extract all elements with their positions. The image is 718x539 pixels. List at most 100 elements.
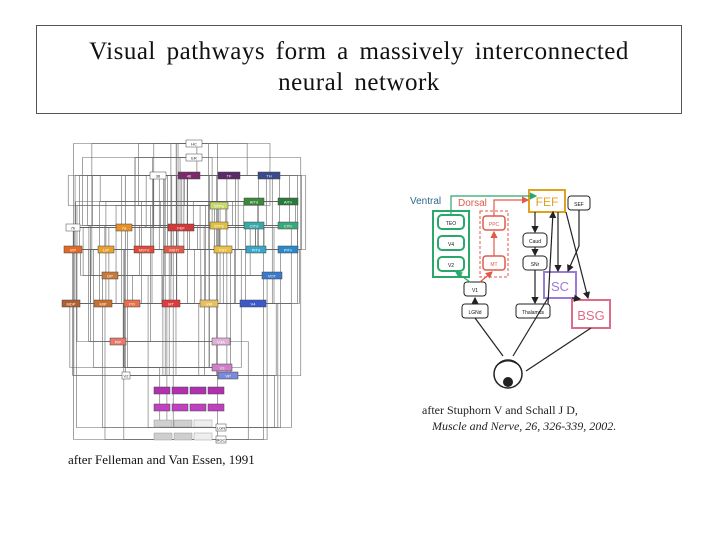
oculomotor-circuit-diagram: Ventral Dorsal TEO V4 V2 PPC MT FEF SEF … (410, 189, 611, 389)
area-box-36 (149, 171, 167, 180)
area-label-7a: 7a (122, 226, 127, 231)
area-label-po: PO (129, 302, 135, 307)
lgn-row-box (171, 386, 189, 395)
area-label-citv: CITv (284, 224, 292, 229)
area-box-stpa (209, 201, 229, 210)
connection-line (172, 225, 221, 428)
connection-line (132, 249, 256, 304)
area-box-mstd (133, 245, 155, 254)
connection-line (194, 143, 254, 226)
area-label-lip: LIP (103, 248, 109, 253)
lgn-row-box (189, 403, 207, 412)
connection-line (144, 175, 259, 250)
lgn-row-box (153, 403, 171, 412)
connection-line (74, 175, 189, 250)
area-v4-label: V4 (448, 242, 454, 248)
area-label-v3a: V3A (217, 340, 225, 345)
area-label-mt: MT (168, 302, 174, 307)
area-bsg-label: BSG (577, 308, 604, 323)
area-v1 (463, 281, 487, 297)
connection-line (184, 175, 219, 206)
area-box-46 (177, 171, 201, 180)
connection-line (71, 249, 174, 304)
connection-line (106, 249, 242, 368)
area-box-po (123, 299, 141, 308)
area-v1-label: V1 (472, 288, 478, 294)
connection-line (106, 249, 202, 304)
connection-line (194, 143, 221, 440)
area-sc-label: SC (551, 279, 569, 294)
connection-line (73, 227, 172, 276)
area-box-rgc (215, 435, 227, 444)
area-box-vip (63, 245, 83, 254)
area-fef-label: FEF (536, 195, 559, 209)
area-label-citd: CITd (250, 224, 259, 229)
dorsal-stream-group (479, 210, 509, 278)
area-label-7b: 7b (71, 226, 76, 231)
area-label-th: TH (266, 174, 271, 179)
area-box-aitv (277, 197, 299, 206)
area-box-pitd (245, 245, 267, 254)
area-label-hc: HC (191, 142, 197, 147)
area-box-mt (161, 299, 181, 308)
area-box-v3a (211, 337, 231, 346)
area-box-tf (217, 171, 241, 180)
connection-line (126, 303, 177, 376)
connection-line (171, 225, 292, 304)
area-lgn-label: LGNd (468, 310, 481, 316)
area-label-stpp: STPp (214, 224, 225, 229)
area-box-v3 (211, 363, 233, 372)
area-label-vot: VOT (268, 274, 277, 279)
lgn-layer-box (193, 419, 213, 428)
area-box-lip (97, 245, 115, 254)
connection-line (132, 175, 273, 304)
dorsal-label: Dorsal (458, 198, 487, 209)
area-box-stpp (209, 221, 229, 230)
connection-line (124, 227, 275, 304)
eye-icon (493, 359, 523, 389)
area-box-v4 (239, 299, 267, 308)
connection-line (179, 157, 254, 226)
connection-line (171, 249, 223, 304)
connection-line (132, 275, 272, 304)
area-box-hc (185, 139, 203, 148)
area-label-lgn: LGN (217, 426, 225, 431)
area-sef-label: SEF (574, 202, 584, 208)
right-figure-caption-line-1: after Stuphorn V and Schall J D, (422, 403, 578, 417)
area-label-rgc: RGC (217, 438, 226, 443)
area-box-v2 (121, 371, 131, 380)
rgc-layer-box (193, 432, 213, 441)
area-box-fef (167, 223, 195, 232)
connection-line (71, 175, 269, 304)
area-label-vip: VIP (70, 248, 77, 253)
area-label-fst: FST (219, 248, 227, 253)
area-thalamus-label: Thalamus (522, 310, 544, 316)
area-box-7a (115, 223, 133, 232)
rgc-layer-box (153, 432, 173, 441)
rgc-layer-box (173, 432, 193, 441)
area-label-v3: V3 (220, 366, 226, 371)
area-box-mdp (61, 299, 81, 308)
slide-title-box: Visual pathways form a massively interco… (36, 25, 682, 114)
area-teo-label: TEO (446, 221, 456, 227)
connection-line (171, 275, 272, 304)
connection-line (103, 303, 277, 376)
area-box-vp (217, 371, 239, 380)
connection-line (91, 143, 194, 276)
lgn-layer-box (153, 419, 173, 428)
area-label-mstd: MSTd (139, 248, 150, 253)
connection-line (73, 143, 221, 440)
area-label-v4: V4 (251, 302, 257, 307)
area-box-vot (261, 271, 283, 280)
slide-title-line-1: Visual pathways form a massively interco… (89, 38, 629, 65)
connection-line (174, 249, 231, 376)
area-box-7b (65, 223, 81, 232)
area-box-fst (213, 245, 233, 254)
area-label-er: ER (191, 156, 197, 161)
connection-line (171, 143, 194, 304)
lgn-row-box (171, 403, 189, 412)
connection-line (69, 303, 222, 368)
area-box-lgn (215, 423, 227, 432)
area-label-v2: V2 (124, 374, 130, 379)
